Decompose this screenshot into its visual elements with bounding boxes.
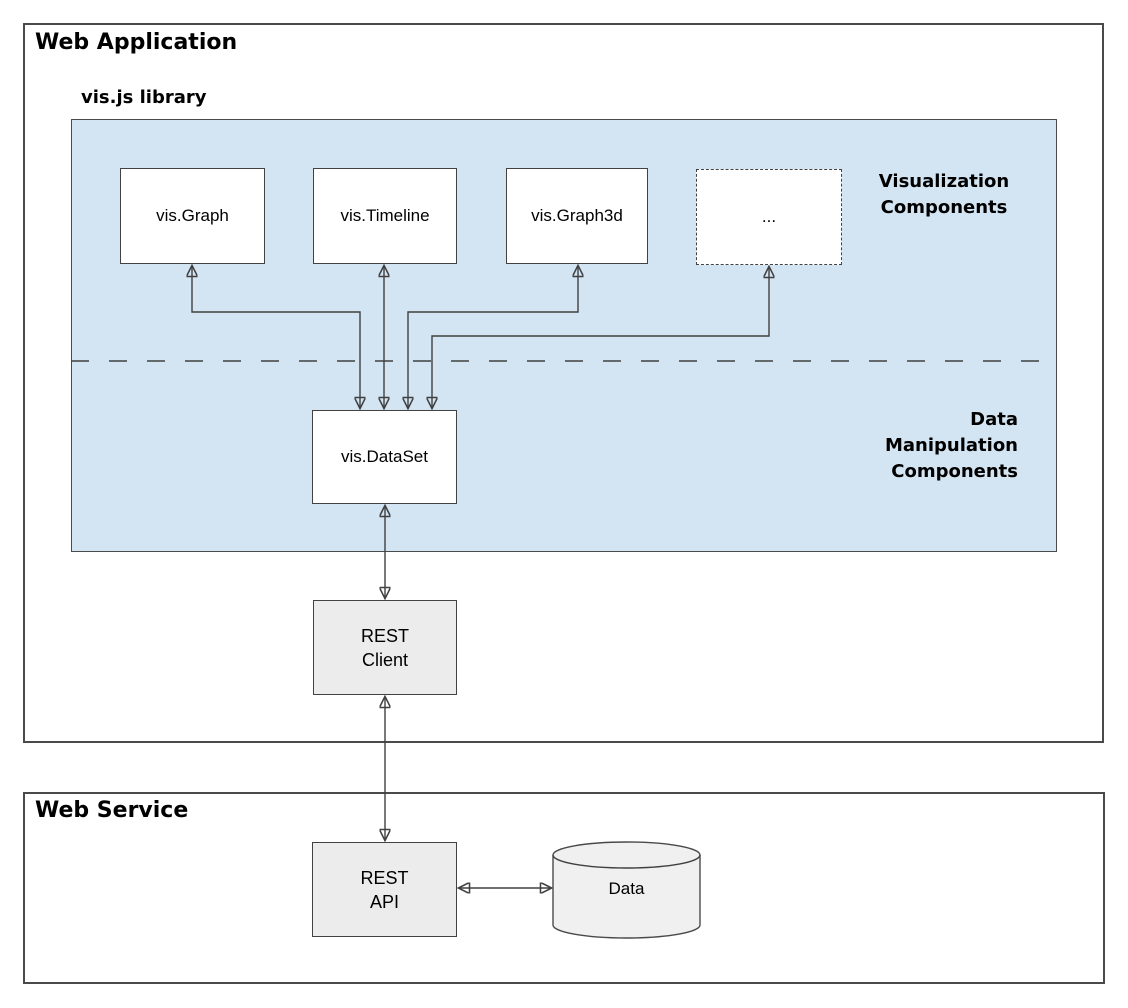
box-vis-dataset: vis.DataSet (312, 410, 457, 504)
box-vis-graph-label: vis.Graph (156, 206, 229, 225)
box-more-components-label: ... (761, 207, 777, 226)
visualization-components-label-line1: Visualization (878, 171, 1010, 192)
data-cylinder-label: Data (553, 864, 700, 914)
box-rest-client: REST Client (313, 600, 457, 695)
data-manipulation-components-label-line2: Manipulation (884, 435, 1018, 456)
web-service-title: Web Service (35, 798, 189, 823)
box-vis-timeline-label: vis.Timeline (340, 206, 430, 225)
box-vis-graph: vis.Graph (120, 168, 265, 264)
data-manipulation-components-label: Data Manipulation Components (820, 407, 1018, 485)
box-vis-dataset-label: vis.DataSet (341, 447, 428, 466)
visualization-components-label-line2: Components (880, 197, 1008, 218)
box-rest-client-label-line2: Client (361, 649, 408, 670)
box-rest-api: REST API (312, 842, 457, 937)
box-rest-client-label: REST Client (361, 624, 409, 672)
box-vis-timeline: vis.Timeline (313, 168, 457, 264)
data-manipulation-components-label-line1: Data (970, 409, 1018, 430)
data-manipulation-components-label-line3: Components (891, 461, 1018, 482)
web-application-title: Web Application (35, 30, 238, 55)
box-rest-client-label-line1: REST (360, 625, 409, 646)
visjs-library-label: vis.js library (81, 87, 207, 108)
data-cylinder-label-text: Data (608, 879, 645, 898)
box-rest-api-label: REST API (360, 866, 408, 914)
box-more-components: ... (696, 169, 842, 265)
box-vis-graph3d-label: vis.Graph3d (531, 206, 623, 225)
visualization-components-label: Visualization Components (858, 169, 1030, 221)
box-rest-api-label-line2: API (369, 891, 399, 912)
box-rest-api-label-line1: REST (360, 867, 409, 888)
box-vis-graph3d: vis.Graph3d (506, 168, 648, 264)
